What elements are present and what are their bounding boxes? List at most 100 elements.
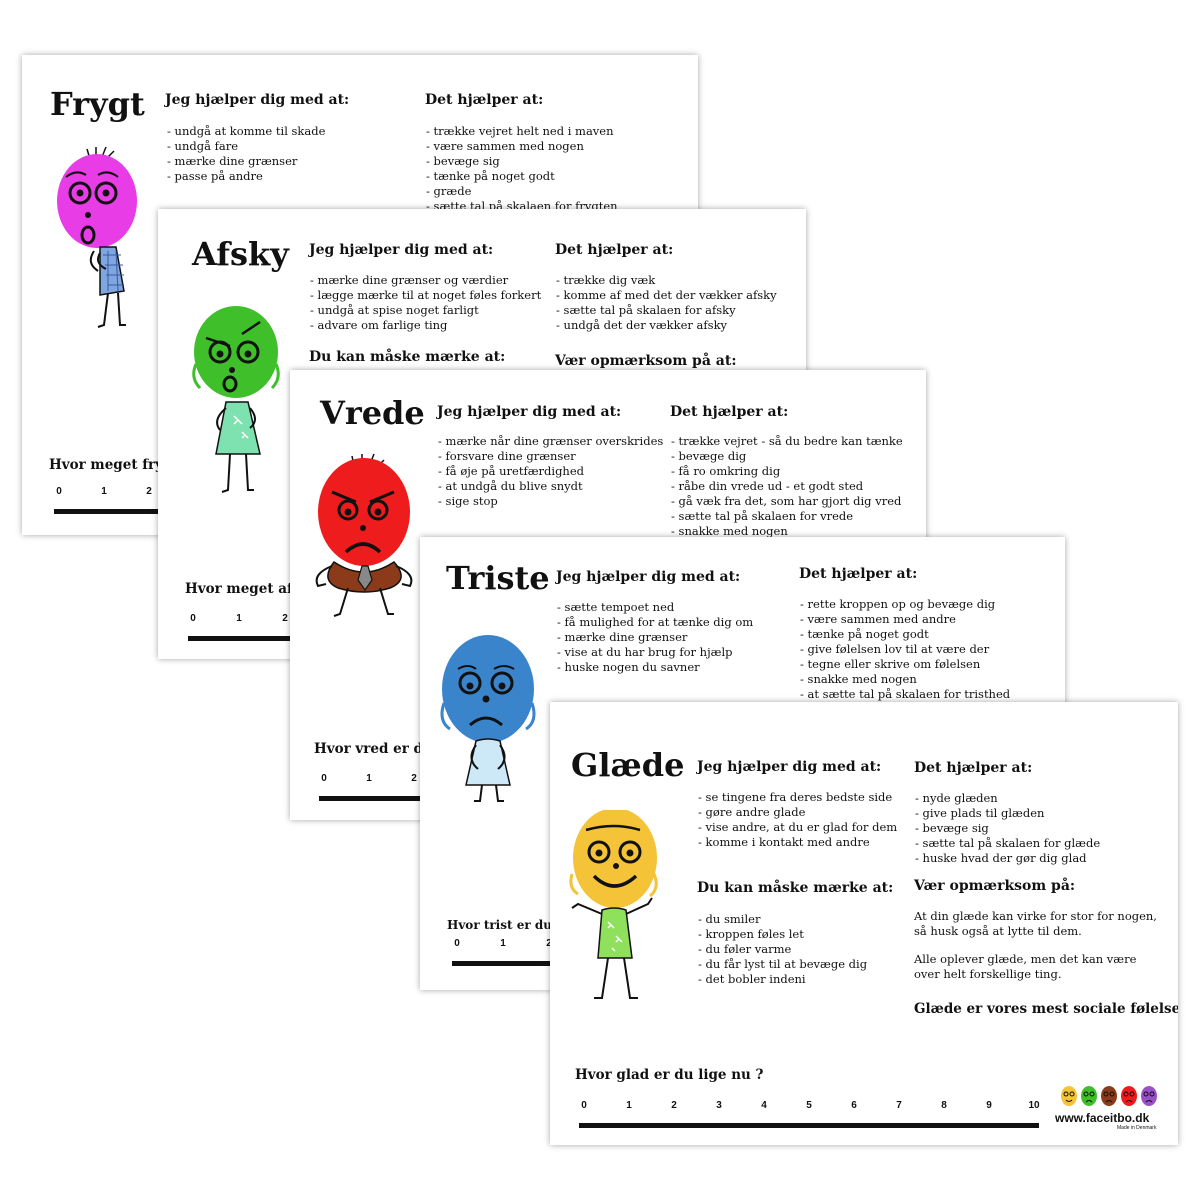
list-item: bevæge sig — [426, 154, 618, 169]
helps-heading: Det hjælper at: — [555, 242, 674, 258]
scale-tick-label: 1 — [101, 486, 107, 497]
list-item: rette kroppen op og bevæge dig — [800, 597, 1010, 612]
scale-question: Hvor meget afs — [185, 581, 301, 597]
help-heading: Jeg hjælper dig med at: — [437, 404, 622, 420]
brand-face-mouth — [1145, 1100, 1153, 1103]
scale-tick-label: 0 — [56, 486, 62, 497]
list-item: mærke dine grænser — [557, 630, 753, 645]
list-item: mærke dine grænser og værdier — [310, 273, 541, 288]
scale-tick-label: 5 — [806, 1100, 812, 1111]
joy-character-illustration — [569, 810, 658, 999]
list-item: give plads til glæden — [915, 806, 1100, 821]
aware-text: Alle oplever glæde, men det kan være ove… — [914, 952, 1137, 981]
card-title: Frygt — [50, 85, 145, 123]
list-item: snakke med nogen — [671, 524, 903, 539]
face — [57, 154, 137, 248]
scale-tick-label: 10 — [1028, 1100, 1040, 1111]
list-item: bevæge sig — [915, 821, 1100, 836]
helps-list: trække vejret - så du bedre kan tænke be… — [671, 434, 903, 539]
brand-face-mouth — [1125, 1100, 1133, 1103]
scale-tick-label: 3 — [716, 1100, 722, 1111]
scale-tick-label: 4 — [761, 1100, 767, 1111]
scale-tick-label: 2 — [282, 613, 288, 624]
face — [194, 306, 278, 398]
scale-tick-label: 1 — [626, 1100, 632, 1111]
scale-question: Hvor trist er du lig — [447, 918, 574, 932]
list-item: undgå at komme til skade — [167, 124, 326, 139]
scale-tick-label: 2 — [146, 486, 152, 497]
list-item: huske hvad der gør dig glad — [915, 851, 1100, 866]
brand-face-eye — [1089, 1091, 1095, 1097]
helps-heading: Det hjælper at: — [670, 404, 789, 420]
scale-line — [579, 1123, 1039, 1128]
help-heading: Jeg hjælper dig med at: — [309, 242, 494, 258]
notice-list: du smiler kroppen føles let du føler var… — [698, 912, 868, 987]
closing-statement: Glæde er vores mest sociale følelse. — [914, 1001, 1178, 1017]
list-item: undgå at spise noget farligt — [310, 303, 541, 318]
help-list: sætte tempoet ned få mulighed for at tæn… — [557, 600, 754, 675]
scale-tick-label: 1 — [236, 613, 242, 624]
brand-face-icon — [1061, 1086, 1077, 1106]
list-item: du føler varme — [698, 942, 867, 957]
helps-heading: Det hjælper at: — [914, 760, 1033, 776]
scale-tick-label: 0 — [190, 613, 196, 624]
list-item: tegne eller skrive om følelsen — [800, 657, 1010, 672]
brand-face-eye — [1149, 1091, 1155, 1097]
list-item: vise andre, at du er glad for dem — [698, 820, 898, 835]
list-item: nyde glæden — [915, 791, 1100, 806]
helps-list: trække vejret helt ned i maven være samm… — [426, 124, 618, 214]
brand-face-mouth — [1085, 1100, 1093, 1103]
list-item: gå væk fra det, som har gjort dig vred — [671, 494, 903, 509]
list-item: sige stop — [438, 494, 663, 509]
aware-heading: Vær opmærksom på at: — [555, 353, 737, 369]
list-item: at sætte tal på skalaen for tristhed — [800, 687, 1011, 702]
brand-face-eye — [1083, 1091, 1089, 1097]
face — [573, 810, 657, 908]
list-item: du smiler — [698, 912, 867, 927]
brand-face-eye — [1123, 1091, 1129, 1097]
list-item: sætte tal på skalaen for glæde — [915, 836, 1101, 851]
list-item: passe på andre — [167, 169, 325, 184]
anger-character-illustration — [315, 453, 413, 617]
scale-tick-label: 0 — [581, 1100, 587, 1111]
brand-face-icon — [1101, 1086, 1117, 1106]
scale-question: Hvor meget fry — [49, 457, 164, 473]
brand-face-eye — [1109, 1091, 1115, 1097]
list-item: snakke med nogen — [800, 672, 1010, 687]
brand-face-eye — [1129, 1091, 1135, 1097]
helps-heading: Det hjælper at: — [799, 566, 918, 582]
brand-face-icon — [1141, 1086, 1157, 1106]
list-item: undgå det der vækker afsky — [556, 318, 777, 333]
help-heading: Jeg hjælper dig med at: — [556, 569, 741, 585]
list-item: det bobler indeni — [698, 972, 867, 987]
brand-tagline: Made in Denmark — [1117, 1125, 1157, 1131]
brand-faces-icon — [1061, 1086, 1157, 1106]
brand-logo: www.faceitbo.dk Made in Denmark — [1055, 1085, 1165, 1135]
scale-tick-label: 2 — [671, 1100, 677, 1111]
face — [318, 458, 410, 566]
list-item: sætte tal på skalaen for vrede — [671, 509, 903, 524]
brand-face-eye — [1063, 1091, 1069, 1097]
scale-tick-label: 8 — [941, 1100, 947, 1111]
list-item: mærke når dine grænser overskrides — [438, 434, 664, 449]
scale-tick-label: 1 — [500, 938, 506, 949]
brand-face-eye — [1143, 1091, 1149, 1097]
list-item: at undgå du blive snydt — [438, 479, 663, 494]
list-item: du får lyst til at bevæge dig — [698, 957, 868, 972]
notice-heading: Du kan måske mærke at: — [697, 880, 894, 896]
notice-heading: Du kan måske mærke at: — [309, 349, 506, 365]
scale-tick-label: 1 — [366, 773, 372, 784]
sadness-character-illustration — [440, 635, 536, 802]
card-title: Vrede — [320, 394, 425, 432]
helps-list: nyde glæden give plads til glæden bevæge… — [915, 791, 1101, 866]
list-item: sætte tal på skalaen for afsky — [556, 303, 777, 318]
brand-url: www.faceitbo.dk — [1055, 1111, 1150, 1125]
list-item: mærke dine grænser — [167, 154, 325, 169]
scale-tick-label: 0 — [321, 773, 327, 784]
disgust-character-illustration — [192, 306, 280, 493]
aware-heading: Vær opmærksom på: — [914, 878, 1076, 894]
help-list: mærke når dine grænser overskrides forsv… — [438, 434, 664, 509]
list-item: komme i kontakt med andre — [698, 835, 897, 850]
card-title: Triste — [446, 559, 550, 597]
card-title: Glæde — [571, 746, 685, 784]
